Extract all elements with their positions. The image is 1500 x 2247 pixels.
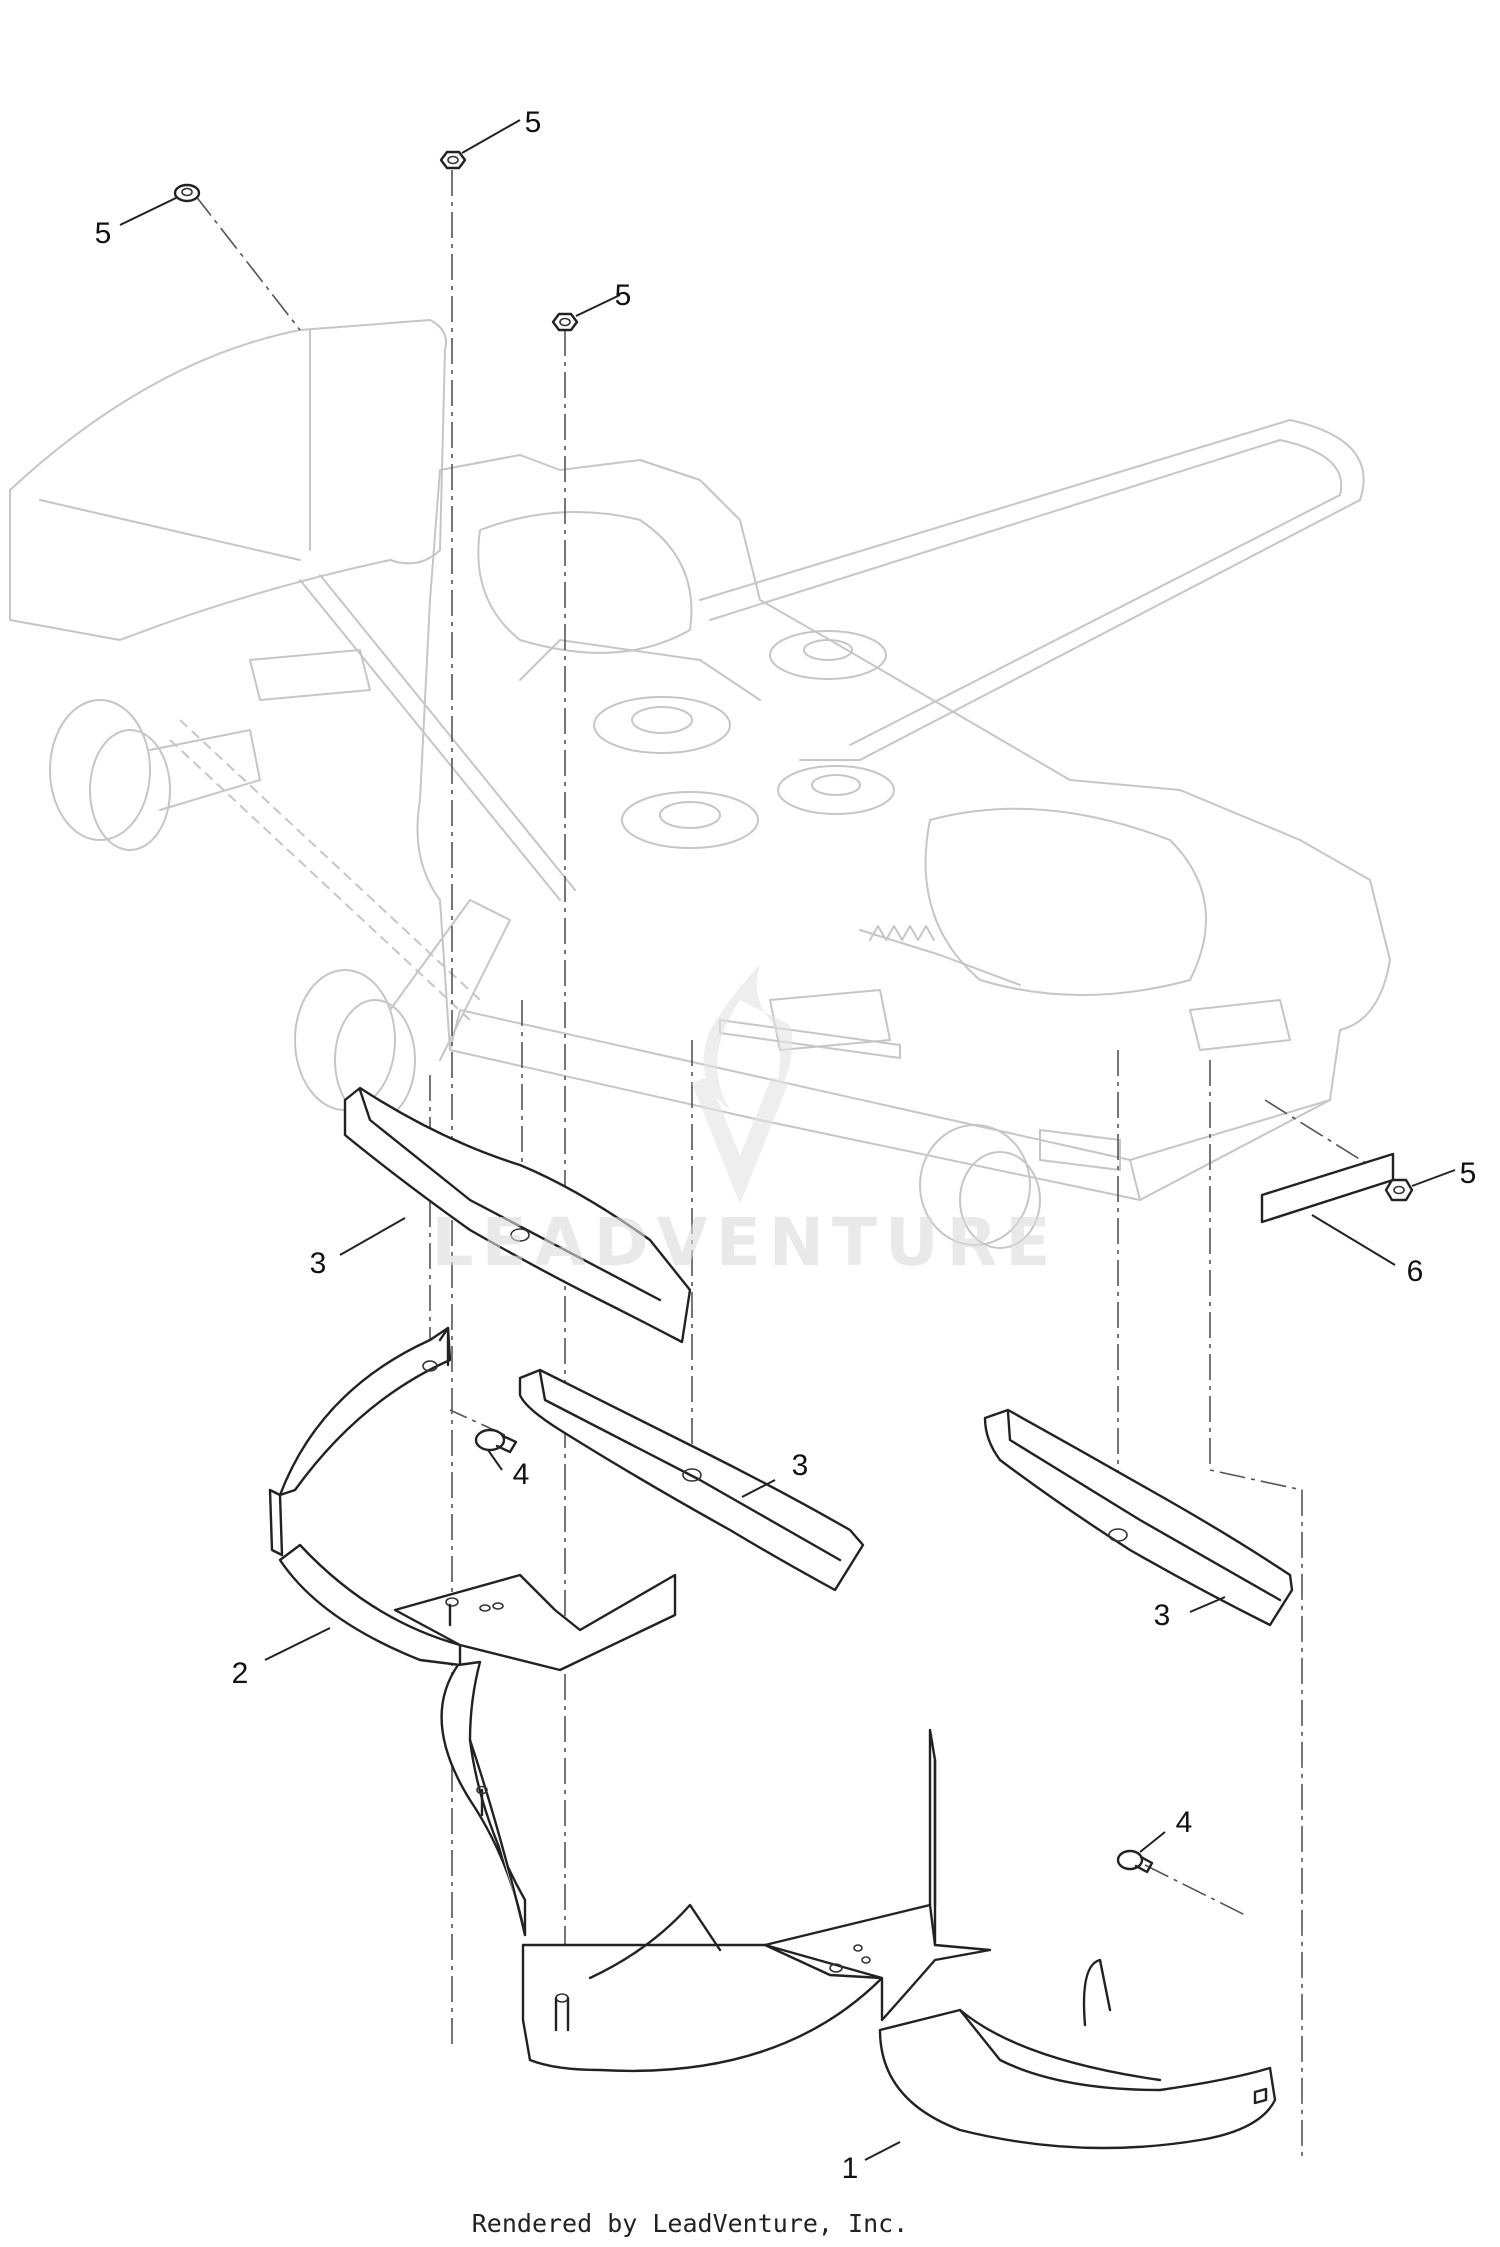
- watermark-text: LEADVENTURE: [432, 1204, 1059, 1281]
- part-5-nut-b: [439, 150, 467, 170]
- callout-1: 1: [842, 2152, 859, 2185]
- callout-3: 3: [1154, 1599, 1171, 1632]
- callout-5: 5: [615, 279, 632, 312]
- part-5-nut-d: [1384, 1178, 1414, 1202]
- part-4-bolt-b: [1116, 1849, 1154, 1874]
- part-1-baffle-right: [521, 1728, 1277, 2150]
- part-3-blade-b: [518, 1368, 865, 1592]
- callout-4: 4: [513, 1458, 530, 1491]
- callout-3: 3: [792, 1449, 809, 1482]
- callout-3: 3: [310, 1247, 327, 1280]
- part-5-nut-a: [173, 183, 201, 203]
- callout-4: 4: [1176, 1806, 1193, 1839]
- leader-lines: [119, 119, 1456, 2161]
- callout-5: 5: [525, 106, 542, 139]
- callout-2: 2: [232, 1657, 249, 1690]
- mower-deck-ghost: [9, 319, 1391, 1249]
- part-2-baffle-left: [268, 1326, 677, 1937]
- part-5-nut-c: [551, 312, 579, 332]
- part-6-baffle-plate: [1260, 1152, 1395, 1224]
- footer-credit: Rendered by LeadVenture, Inc.: [472, 2209, 909, 2238]
- part-3-blade-c: [983, 1408, 1294, 1627]
- part-3-blade-a: [343, 1086, 692, 1344]
- part-4-bolt-a: [474, 1428, 518, 1454]
- callout-5: 5: [1460, 1157, 1477, 1190]
- flame-logo-icon: [691, 965, 793, 1205]
- callout-6: 6: [1407, 1255, 1424, 1288]
- callout-5: 5: [95, 217, 112, 250]
- callout-labels: 5 5 5 5 6 3 3 3 4 4 2 1: [95, 106, 1477, 2185]
- watermark: LEADVENTURE: [432, 965, 1059, 1281]
